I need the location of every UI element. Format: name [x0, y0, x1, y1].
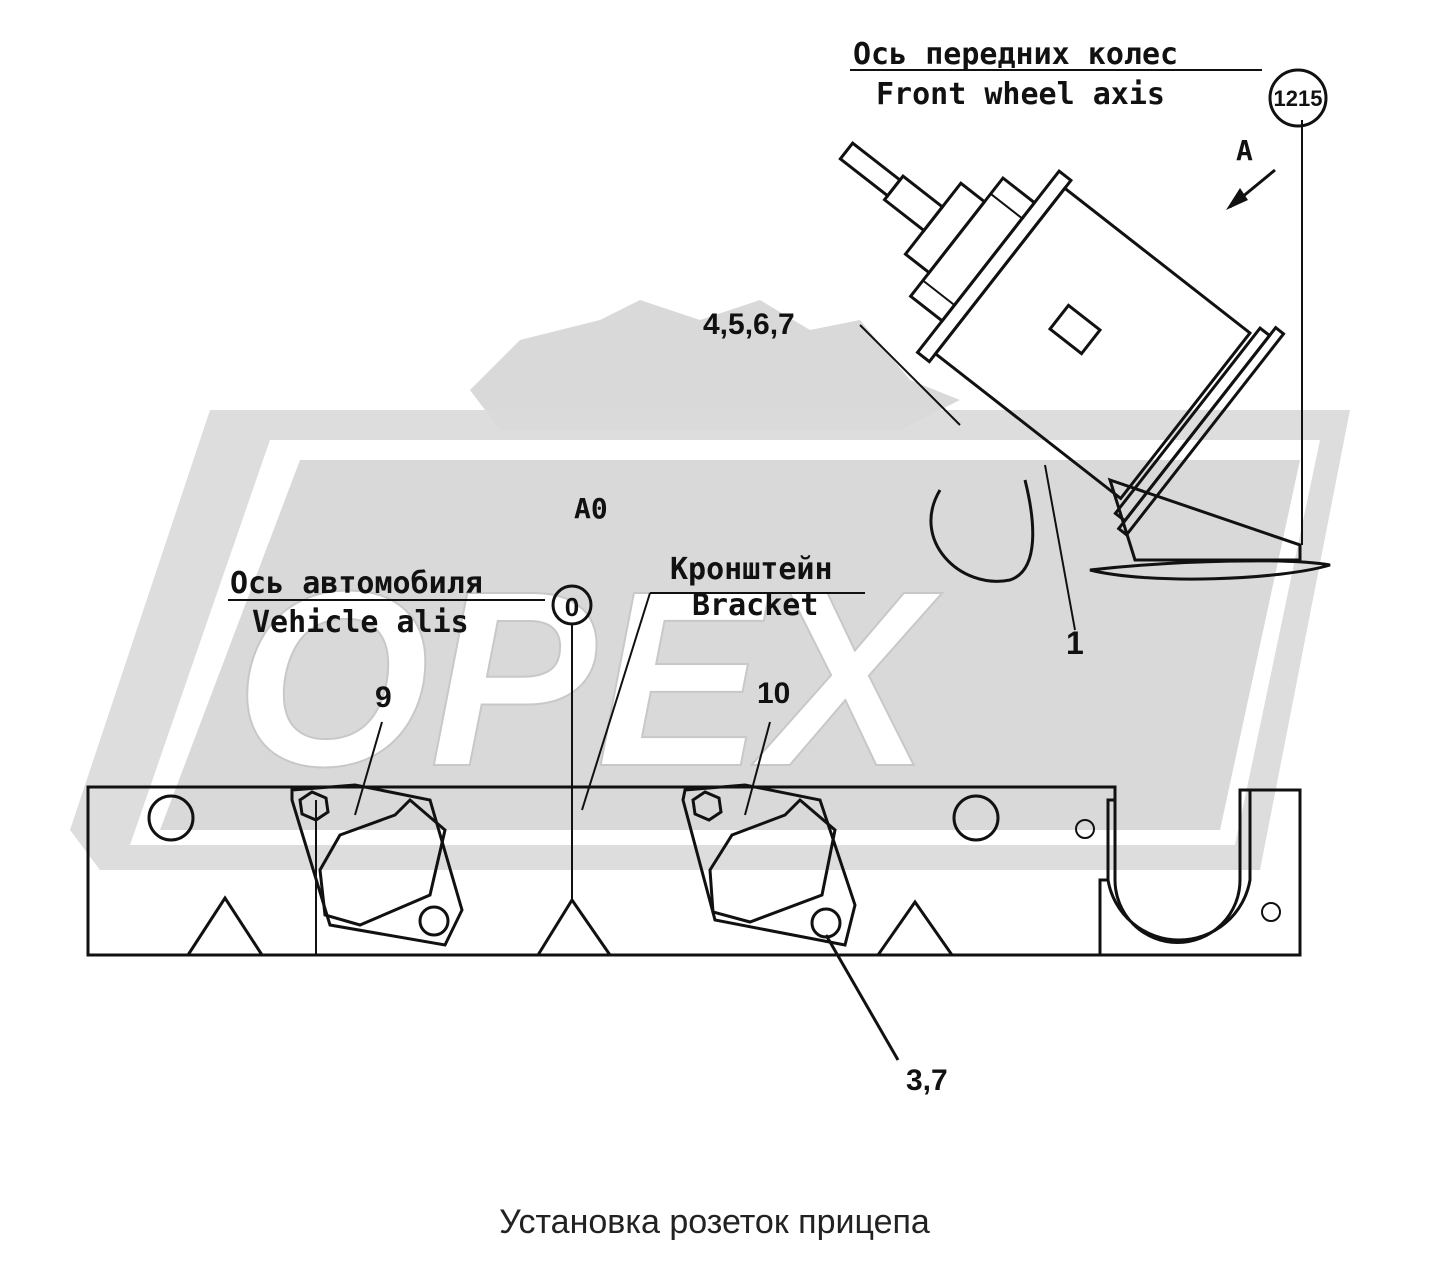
- vehicle-axis-marker: [551, 584, 593, 626]
- cable-loop: [929, 479, 1035, 583]
- mount-base: [1089, 559, 1331, 581]
- front-axis-label-en: Front wheel axis: [876, 77, 1165, 112]
- socket-9: [290, 783, 464, 947]
- bracket-label-en: Bracket: [692, 588, 818, 623]
- front-axis-marker: [1268, 68, 1328, 128]
- callout-4567: 4,5,6,7: [703, 308, 795, 341]
- watermark: OPEX: [70, 300, 1350, 870]
- view-a-label: A: [1236, 134, 1253, 167]
- front-axis-label-ru: Ось передних колес: [853, 37, 1178, 72]
- vehicle-axis-label-ru: Ось автомобиля: [230, 566, 483, 601]
- bracket-label-ru: Кронштейн: [670, 552, 833, 587]
- mount-plate: [1107, 477, 1302, 562]
- callout-9: 9: [375, 681, 392, 714]
- callout-1: 1: [1066, 625, 1084, 661]
- view-a0-label: A0: [574, 492, 608, 525]
- callout-10: 10: [757, 677, 790, 710]
- vehicle-axis-value: 0: [565, 592, 579, 622]
- watermark-text: OPEX: [235, 539, 943, 818]
- watermark-gear: [470, 300, 960, 430]
- socket-assembly: [838, 140, 1286, 537]
- vehicle-axis-label-en: Vehicle alis: [252, 605, 469, 640]
- front-axis-value: 1215: [1274, 86, 1323, 111]
- leader-lines: [228, 69, 1303, 1061]
- callout-37: 3,7: [906, 1064, 948, 1097]
- figure-caption: Установка розеток прицепа: [499, 1203, 930, 1241]
